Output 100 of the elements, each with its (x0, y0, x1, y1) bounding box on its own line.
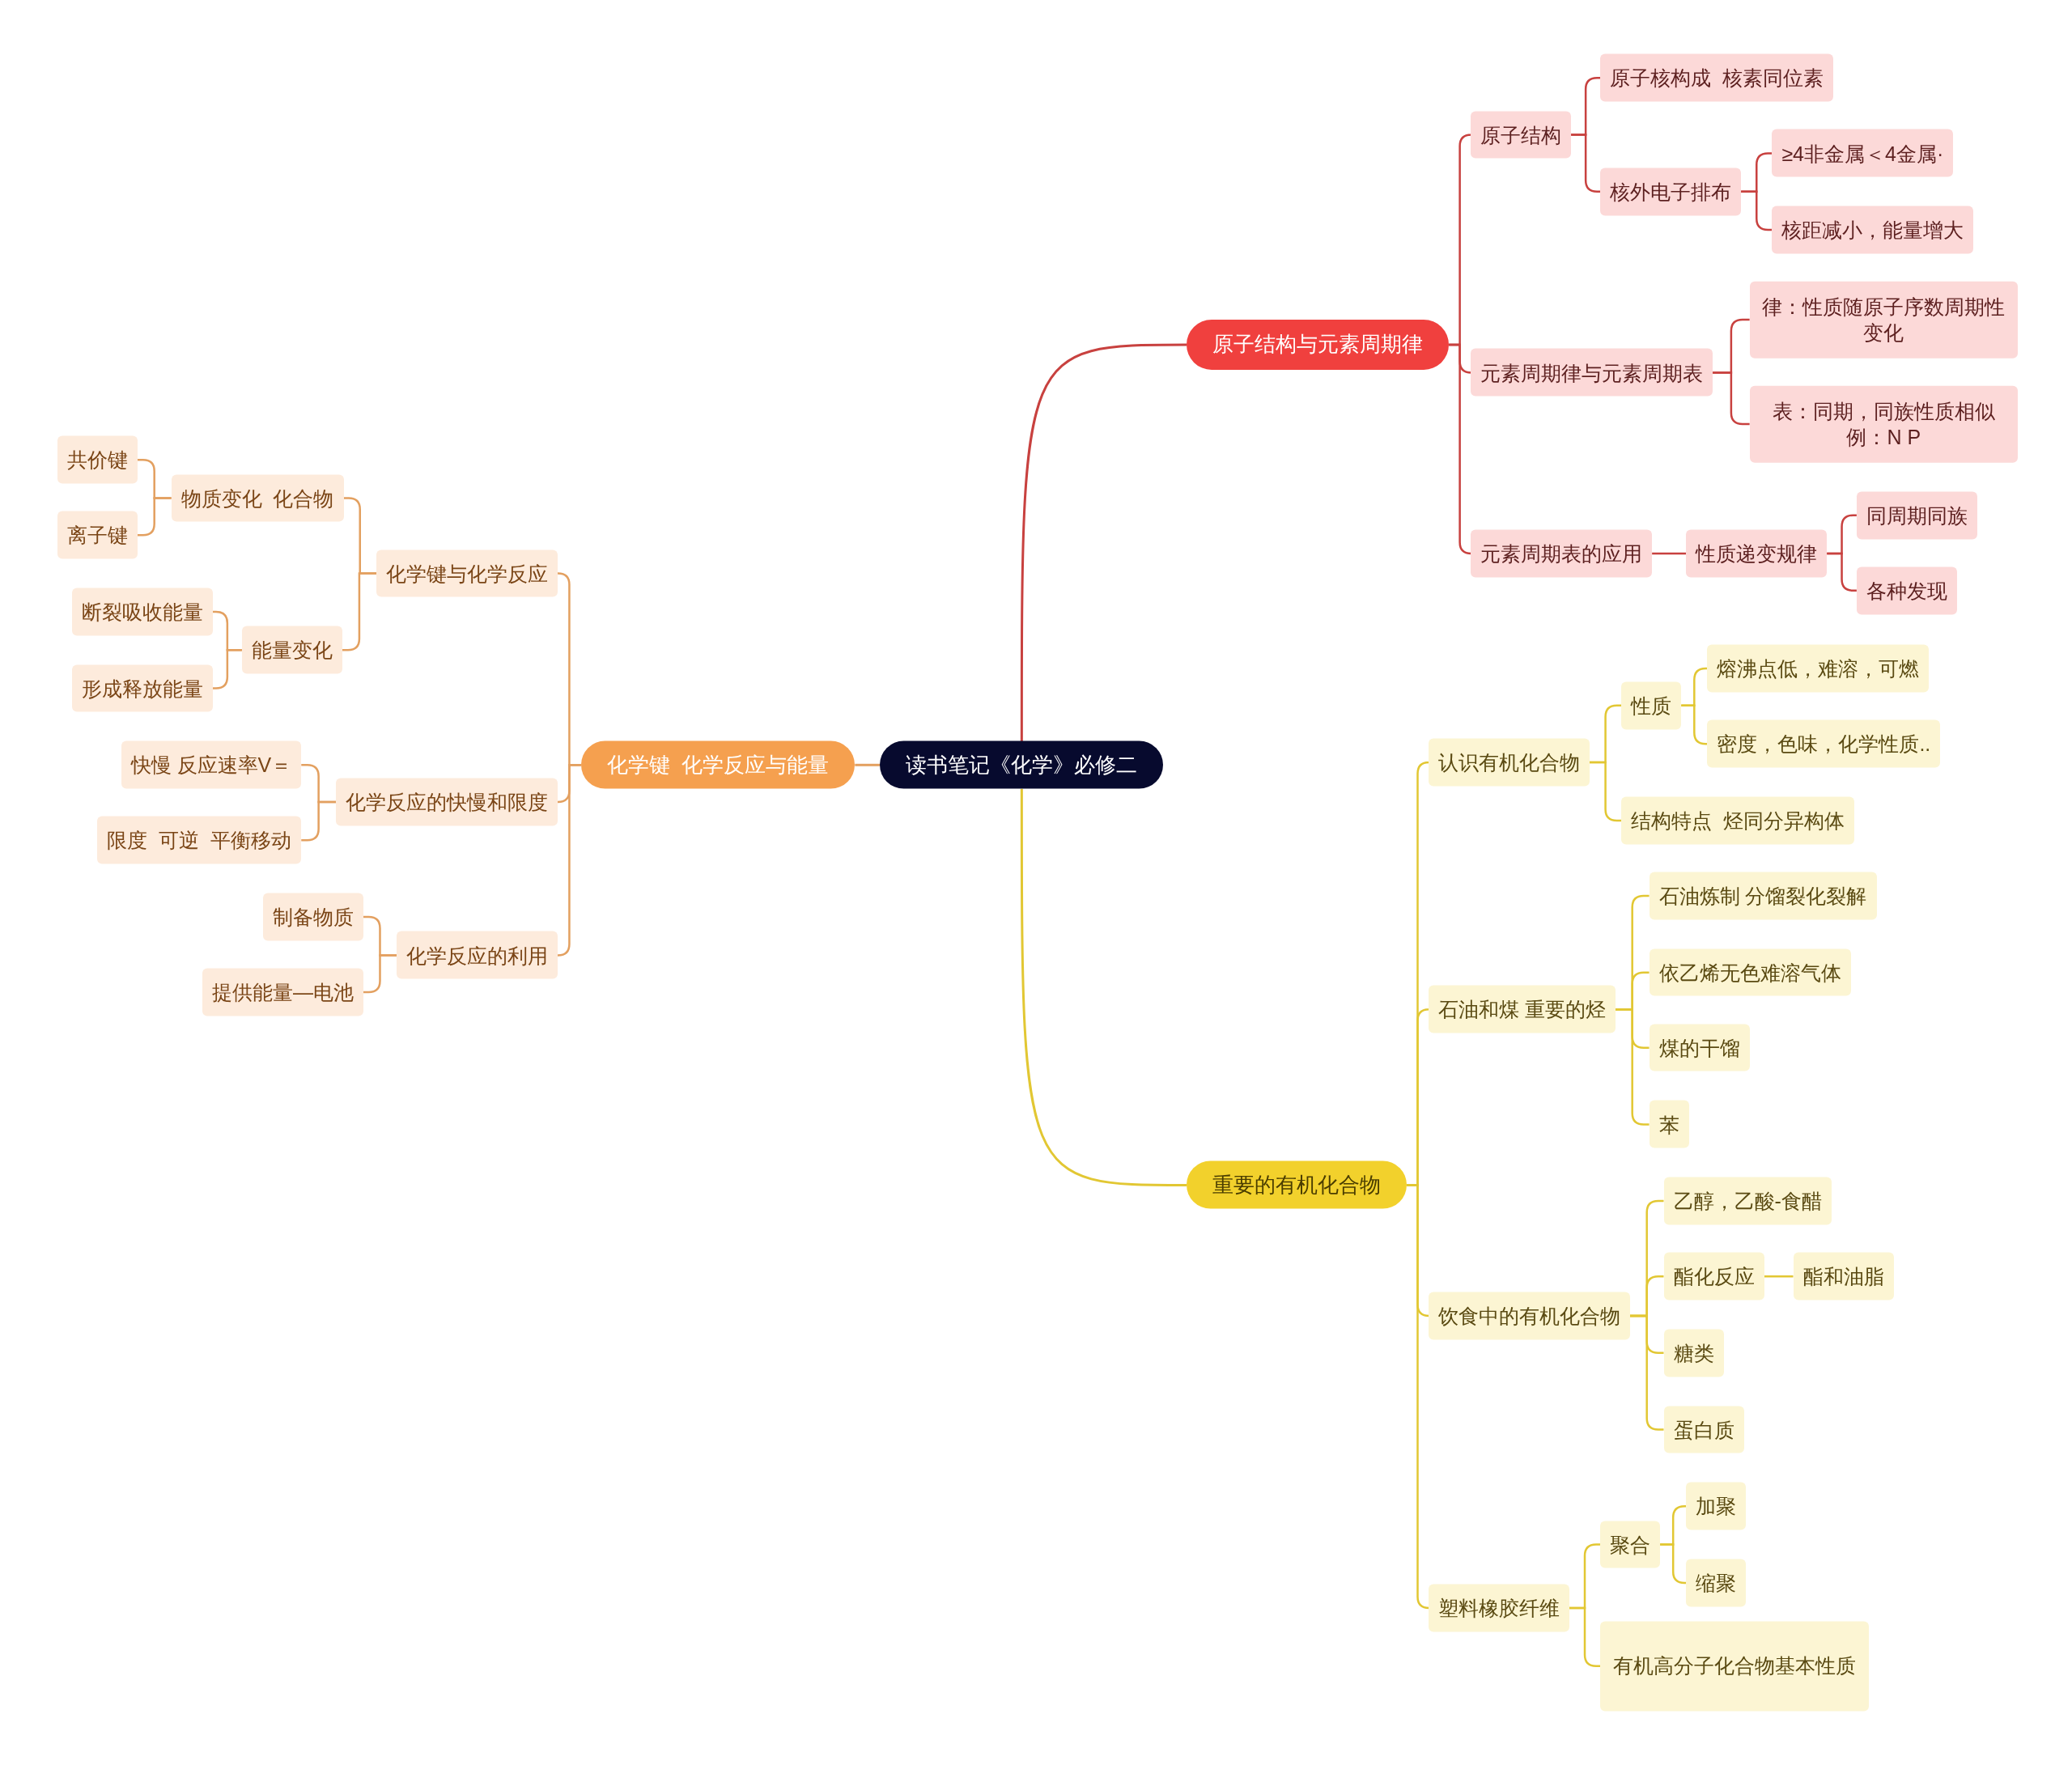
branch-line (1741, 190, 1773, 231)
branch-line (1615, 1008, 1650, 1126)
subtopic-box (1686, 1482, 1747, 1530)
subtopic-box (1428, 985, 1616, 1033)
topic-text: 断裂吸收能量 (81, 599, 203, 625)
subtopic-box (1772, 206, 1974, 254)
branch-line (1681, 704, 1708, 745)
topic-text: 性质递变规律 (1696, 541, 1818, 566)
topic-text: 限度 可逆 平衡移动 (107, 828, 292, 854)
topic-text: 糖类 (1673, 1340, 1714, 1366)
subtopic-box (1471, 349, 1713, 397)
subtopic-box (57, 435, 138, 484)
subtopic-box (1686, 529, 1828, 578)
topic-text: 有机高分子化合物基本性质 (1612, 1653, 1856, 1679)
topic-text: 离子键 (66, 522, 128, 548)
subtopic-box (1749, 385, 2019, 463)
topic-text: 酯和油脂 (1802, 1263, 1884, 1289)
topic-text: 核距减小，能量增大 (1781, 217, 1964, 243)
subtopic-box (397, 931, 558, 979)
subtopic-box (1621, 681, 1682, 730)
subtopic-box (1663, 1252, 1764, 1300)
topic-text: 形成释放能量 (81, 676, 203, 702)
branch-line (137, 497, 172, 537)
topic-text: 化学键与化学反应 (386, 561, 548, 587)
topic-text: 快慢 反应速率V＝ (130, 753, 292, 779)
branch-line (1629, 1314, 1664, 1431)
branch-line (1660, 1543, 1687, 1585)
topic-text: 各种发现 (1866, 578, 1947, 604)
topic-text: 原子结构 (1480, 122, 1562, 148)
topic-text: 乙醇，乙酸-食醋 (1673, 1188, 1822, 1214)
subtopic-box (1428, 1292, 1630, 1340)
subtopic-box (1428, 1584, 1569, 1632)
branch-line (855, 763, 881, 766)
subtopic-box (1649, 1101, 1689, 1148)
central-topic (880, 740, 1164, 789)
branch-line (1020, 788, 1187, 1186)
topic-text: 加聚 (1696, 1493, 1737, 1519)
topic-text: 能量变化 (251, 638, 333, 663)
topic-text: 原子核构成 核素同位素 (1610, 66, 1824, 91)
subtopic-box (1471, 529, 1653, 578)
subtopic-box (171, 474, 344, 522)
topic-text: 酯化反应 (1673, 1263, 1755, 1289)
topic-text: 化学键 化学反应与能量 (606, 751, 830, 779)
topic-text: 依乙烯无色难溶气体 (1658, 960, 1841, 986)
subtopic-box (1856, 491, 1977, 540)
topic-text: 元素周期表的应用 (1480, 541, 1643, 566)
topic-text: 熔沸点低，难溶，可燃 (1717, 656, 1920, 681)
topic-text: 表：同期，同族性质相似例：N P (1771, 398, 1996, 451)
subtopic-box (1600, 53, 1834, 102)
topic-text: 核外电子排布 (1610, 179, 1732, 205)
topic-text: 聚合 (1610, 1532, 1651, 1558)
topic-text: 共价键 (66, 447, 128, 473)
branch-line (1713, 371, 1750, 426)
topic-text: 煤的干馏 (1658, 1035, 1740, 1061)
main-topic (1187, 1161, 1408, 1209)
subtopic-box (1749, 281, 2019, 359)
branch-line (1020, 343, 1187, 741)
branch-line (1652, 552, 1687, 555)
branch-line (557, 764, 581, 957)
branch-line (212, 649, 242, 689)
subtopic-box (1793, 1252, 1894, 1300)
topic-text: 苯 (1658, 1112, 1679, 1138)
subtopic-box (97, 817, 302, 864)
topic-text: 认识有机化合物 (1437, 749, 1580, 775)
topic-text: 元素周期律与元素周期表 (1480, 360, 1704, 386)
subtopic-box (1686, 1559, 1747, 1607)
topic-text: 石油和煤 重要的烃 (1437, 997, 1606, 1023)
subtopic-box (1649, 1024, 1750, 1072)
subtopic-box (1707, 644, 1930, 693)
subtopic-box (1600, 1621, 1869, 1712)
subtopic-box (1428, 738, 1590, 787)
topic-text: 提供能量—电池 (212, 979, 354, 1005)
topic-text: 化学反应的快慢和限度 (346, 789, 548, 815)
topic-text: 物质变化 化合物 (180, 486, 334, 511)
subtopic-box (1649, 948, 1851, 996)
subtopic-box (71, 664, 213, 712)
topic-text: 石油炼制 分馏裂化裂解 (1658, 883, 1867, 909)
topic-text: ≥4非金属＜4金属· (1781, 141, 1944, 167)
topic-text: 密度，色味，化学性质.. (1717, 731, 1931, 757)
subtopic-box (241, 626, 342, 674)
topic-text: 蛋白质 (1673, 1417, 1734, 1443)
topic-text: 塑料橡胶纤维 (1437, 1595, 1560, 1621)
subtopic-box (1621, 796, 1855, 845)
subtopic-box (121, 740, 302, 789)
subtopic-box (1772, 129, 1954, 177)
topic-text: 制备物质 (273, 904, 354, 930)
topic-text: 重要的有机化合物 (1212, 1171, 1382, 1199)
topic-text: 性质 (1631, 693, 1672, 719)
subtopic-box (1707, 719, 1941, 768)
topic-text: 缩聚 (1696, 1570, 1737, 1596)
subtopic-box (376, 549, 558, 597)
subtopic-box (1663, 1177, 1832, 1225)
subtopic-box (71, 588, 213, 636)
branch-line (363, 954, 397, 994)
topic-text: 读书笔记《化学》必修二 (906, 751, 1138, 779)
topic-text: 饮食中的有机化合物 (1437, 1303, 1620, 1329)
branch-line (301, 800, 336, 842)
topic-text: 结构特点 烃同分异构体 (1631, 808, 1845, 834)
subtopic-box (1600, 168, 1742, 216)
subtopic-box (1471, 111, 1572, 159)
